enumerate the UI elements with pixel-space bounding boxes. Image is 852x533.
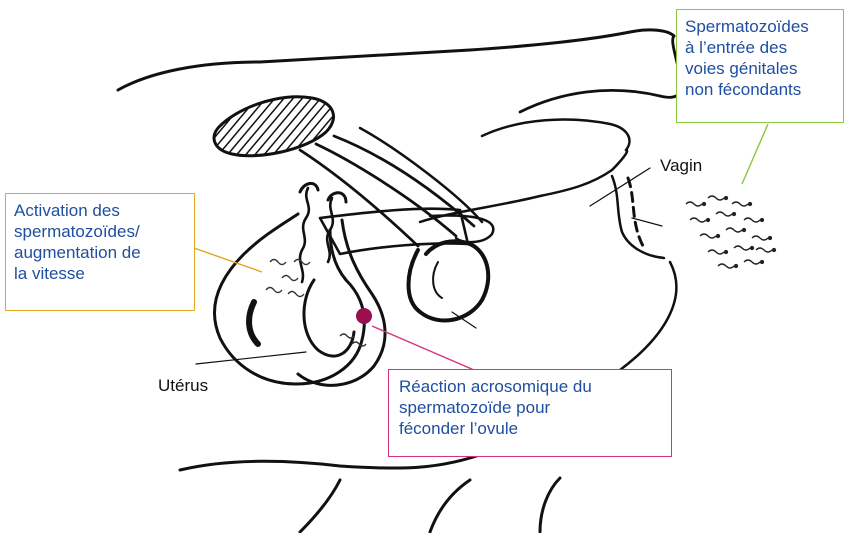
vagin-pointer-1: [590, 168, 650, 206]
callout-nonfec-line: voies génitales: [685, 58, 835, 79]
callout-activation-line: Activation des: [14, 200, 186, 221]
ligament-1: [300, 150, 418, 246]
callout-activation-line: augmentation de: [14, 242, 186, 263]
vagina-outline: [420, 150, 627, 222]
callout-acro-line: spermatozoïde pour: [399, 397, 663, 418]
sperm-cluster-vagin: [686, 196, 776, 268]
label-vagin: Vagin: [660, 156, 702, 176]
callout-non-fecondants: Spermatozoïdes à l’entrée des voies géni…: [676, 9, 844, 123]
acro-connector: [372, 326, 474, 370]
vulva-outline: [612, 176, 664, 258]
uterine-horn-left: [214, 214, 364, 384]
uterine-horn-right: [298, 220, 385, 385]
cervix-loop: [409, 241, 489, 320]
leg-left: [300, 480, 340, 532]
callout-nonfec-line: non fécondants: [685, 79, 835, 100]
body-outline-upper-right: [520, 36, 681, 112]
body-outline-top: [118, 30, 674, 90]
uterus-pointer: [196, 352, 306, 364]
label-uterus: Utérus: [158, 376, 208, 396]
callout-activation-line: la vitesse: [14, 263, 186, 284]
callout-acro-line: Réaction acrosomique du: [399, 376, 663, 397]
rectum-top: [482, 120, 629, 150]
horn-tip-left: [249, 302, 258, 344]
ligament-2: [316, 144, 456, 236]
callout-acro-line: féconder l’ovule: [399, 418, 663, 439]
callout-nonfec-line: Spermatozoïdes: [685, 16, 835, 37]
leg-right: [540, 478, 560, 532]
callout-activation-line: spermatozoïdes/: [14, 221, 186, 242]
nonfec-connector: [742, 124, 768, 184]
cervix-inner: [433, 262, 442, 298]
ovary: [214, 97, 333, 156]
leg-mid: [430, 480, 470, 532]
activation-connector: [194, 248, 262, 272]
callout-activation: Activation des spermatozoïdes/ augmentat…: [5, 193, 195, 311]
horn-inner-left: [304, 280, 354, 356]
ovule-dot: [356, 308, 372, 324]
oviduct-coil-left: [300, 188, 309, 282]
callout-acrosomique: Réaction acrosomique du spermatozoïde po…: [388, 369, 672, 457]
vulva-dashed: [628, 178, 644, 248]
callout-nonfec-line: à l’entrée des: [685, 37, 835, 58]
